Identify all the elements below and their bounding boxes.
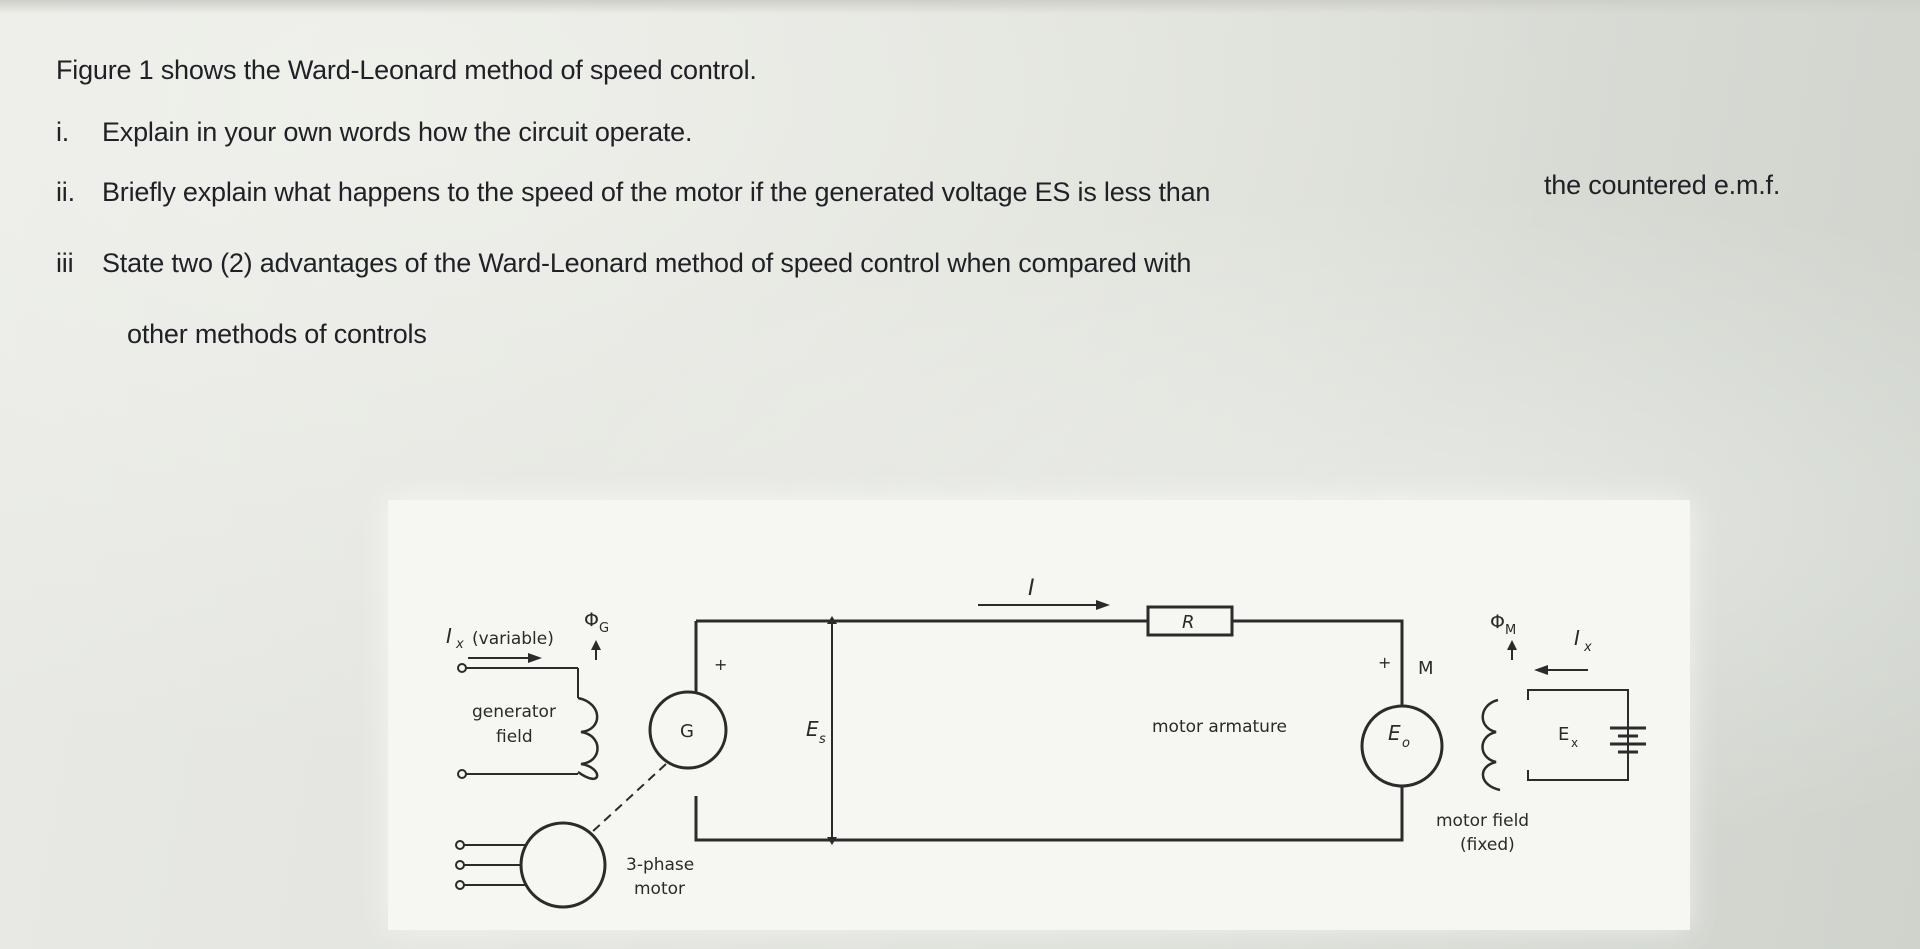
loop-top-wire-right xyxy=(1232,619,1404,718)
item-i-text: Explain in your own words how the circui… xyxy=(102,117,693,147)
phi-g-subscript: G xyxy=(599,621,609,636)
es-subscript: s xyxy=(819,732,826,747)
item-iii-text: State two (2) advantages of the Ward-Leo… xyxy=(102,248,1192,278)
three-phase-label-line1: 3-phase xyxy=(626,855,694,875)
motor-field-label-line2: (fixed) xyxy=(1460,835,1515,855)
motor-armature-label: motor armature xyxy=(1152,717,1287,737)
eo-label: E xyxy=(1388,721,1401,745)
motor-armature-circle xyxy=(1360,704,1444,788)
question-title: Figure 1 shows the Ward-Leonard method o… xyxy=(56,55,757,85)
generator-circle xyxy=(648,690,728,770)
es-label: E xyxy=(806,717,819,741)
ix-variable-label: I xyxy=(446,624,452,648)
generator-field-coil xyxy=(577,696,599,780)
ex-subscript: x xyxy=(1571,736,1578,750)
ex-label: E xyxy=(1558,724,1569,745)
item-ii-number: ii. xyxy=(56,177,75,207)
motor-symbol: M xyxy=(1418,658,1434,679)
resistor xyxy=(1146,605,1234,637)
ix-right-label: I xyxy=(1574,626,1580,650)
generator-plus: + xyxy=(714,655,727,674)
motor-field-circuit xyxy=(1527,689,1629,781)
generator-field-label-line2: field xyxy=(496,727,533,747)
motor-field-coil xyxy=(1481,698,1501,792)
item-ii-tail-text: the countered e.m.f. xyxy=(1544,170,1781,200)
ward-leonard-circuit-diagram: I I x (variable) Φ G generator field G +… xyxy=(446,576,1646,909)
phi-m-subscript: M xyxy=(1505,623,1516,638)
generator-field-label-line1: generator xyxy=(472,702,556,722)
motor-plus: + xyxy=(1378,653,1391,672)
loop-left-lower-wire xyxy=(694,774,1404,842)
item-ii-text: Briefly explain what happens to the spee… xyxy=(102,177,1211,207)
phi-m-label: Φ xyxy=(1490,611,1505,633)
item-iii-number: iii xyxy=(56,248,74,278)
top-shadow-strip xyxy=(0,0,1920,14)
phi-g-label: Φ xyxy=(584,609,599,631)
variable-label: (variable) xyxy=(472,629,554,649)
current-label: I xyxy=(1028,576,1035,601)
eo-subscript: o xyxy=(1402,736,1410,751)
three-phase-motor-circle xyxy=(519,821,607,909)
ix-variable-subscript: x xyxy=(455,637,464,652)
item-iii-continuation: other methods of controls xyxy=(127,319,427,349)
resistor-label: R xyxy=(1182,612,1195,633)
ward-leonard-figure: I I x (variable) Φ G generator field G +… xyxy=(388,500,1690,930)
motor-field-label-line1: motor field xyxy=(1436,811,1529,831)
shaft-line xyxy=(590,763,667,834)
item-i-number: i. xyxy=(56,117,70,147)
generator-symbol: G xyxy=(680,721,694,742)
three-phase-label-line2: motor xyxy=(634,879,685,899)
ix-right-subscript: x xyxy=(1583,640,1592,655)
